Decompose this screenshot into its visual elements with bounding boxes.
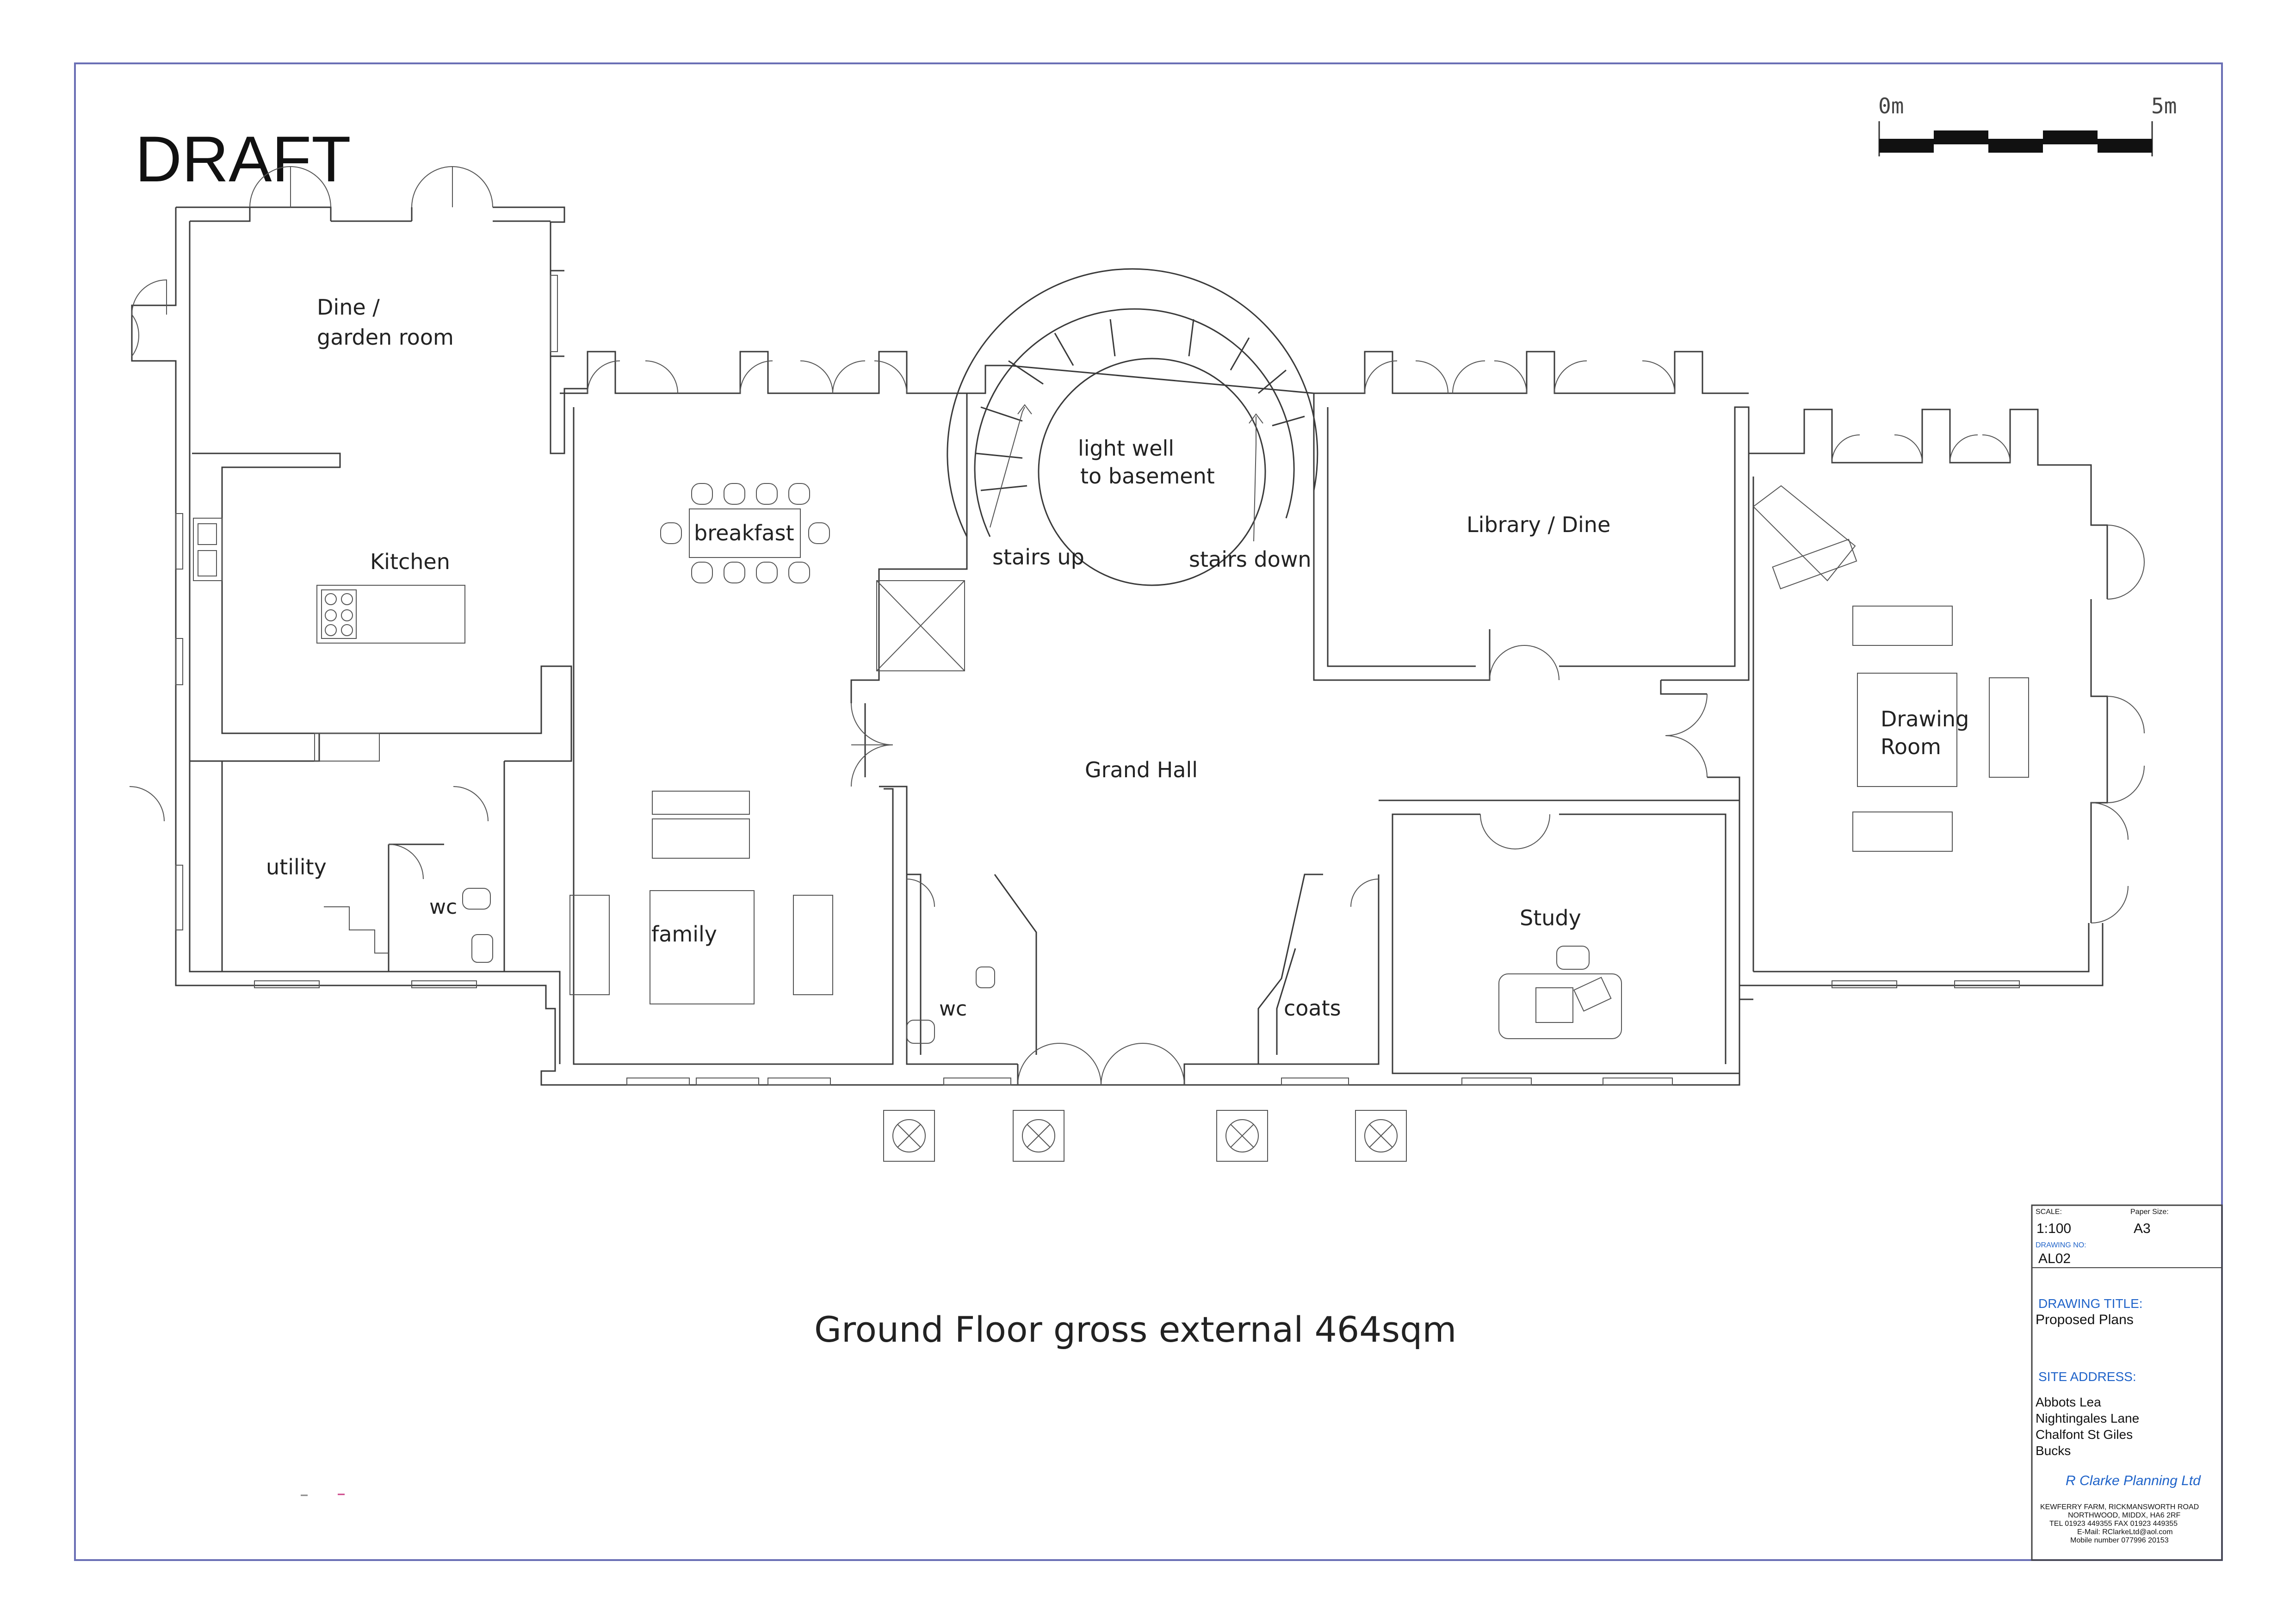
lift-void bbox=[876, 580, 965, 671]
label-light-well-2: to basement bbox=[1080, 464, 1215, 489]
company-detail-5: Mobile number 077996 20153 bbox=[2070, 1536, 2169, 1544]
label-breakfast: breakfast bbox=[694, 520, 794, 545]
plan-walls bbox=[131, 206, 2108, 1086]
drawing-no-value: AL02 bbox=[2038, 1251, 2071, 1266]
drawing-title-value: Proposed Plans bbox=[2036, 1312, 2134, 1327]
label-light-well-1: light well bbox=[1078, 436, 1174, 461]
drawing-frame bbox=[74, 62, 2223, 1561]
label-stairs-down: stairs down bbox=[1189, 547, 1312, 572]
label-drawing-room-2: Room bbox=[1881, 734, 1941, 759]
stair-arrows bbox=[990, 404, 1263, 542]
label-stairs-up: stairs up bbox=[992, 545, 1084, 570]
drawing-no-label: DRAWING NO: bbox=[2036, 1241, 2086, 1249]
draft-watermark: DRAFT bbox=[135, 123, 351, 195]
label-coats: coats bbox=[1284, 996, 1341, 1021]
floor-area-caption: Ground Floor gross external 464sqm bbox=[814, 1309, 1456, 1350]
company-name: R Clarke Planning Ltd bbox=[2066, 1473, 2201, 1488]
scale-value: 1:100 bbox=[2036, 1221, 2071, 1236]
french-doors bbox=[129, 166, 2145, 1085]
company-detail-4: E-Mail: RClarkeLtd@aol.com bbox=[2077, 1528, 2173, 1536]
scale-label: SCALE: bbox=[2036, 1208, 2062, 1216]
room-labels: Dine / garden room Kitchen breakfast lig… bbox=[266, 295, 1969, 1021]
label-dine-garden-1: Dine / bbox=[317, 295, 380, 320]
label-library-dine: Library / Dine bbox=[1467, 512, 1610, 537]
drawing-title-label: DRAWING TITLE: bbox=[2038, 1296, 2143, 1311]
company-detail-1: KEWFERRY FARM, RICKMANSWORTH ROAD bbox=[2040, 1503, 2199, 1511]
address-line-3: Chalfont St Giles bbox=[2036, 1427, 2133, 1442]
portico-columns bbox=[883, 1110, 1407, 1162]
scale-end-label: 5m bbox=[2151, 93, 2177, 118]
paper-size-value: A3 bbox=[2134, 1221, 2151, 1236]
address-line-2: Nightingales Lane bbox=[2036, 1411, 2139, 1425]
label-utility: utility bbox=[266, 855, 327, 880]
label-family: family bbox=[651, 922, 717, 947]
title-block: SCALE: Paper Size: 1:100 A3 DRAWING NO: … bbox=[2031, 1204, 2223, 1561]
label-wc-left: wc bbox=[429, 895, 457, 919]
paper-size-label: Paper Size: bbox=[2130, 1208, 2169, 1216]
site-address-label: SITE ADDRESS: bbox=[2038, 1369, 2136, 1384]
label-wc-centre: wc bbox=[939, 997, 967, 1021]
label-study: Study bbox=[1520, 905, 1581, 930]
spiral-staircase bbox=[947, 268, 1318, 586]
label-drawing-room-1: Drawing bbox=[1881, 706, 1969, 731]
label-grand-hall: Grand Hall bbox=[1085, 757, 1198, 782]
furniture bbox=[193, 483, 2029, 1044]
label-dine-garden-2: garden room bbox=[317, 325, 454, 350]
scale-start-label: 0m bbox=[1878, 93, 1904, 118]
front-windows bbox=[175, 275, 2020, 1085]
address-line-1: Abbots Lea bbox=[2036, 1395, 2101, 1409]
company-detail-3: TEL 01923 449355 FAX 01923 449355 bbox=[2049, 1520, 2178, 1528]
stray-marks bbox=[301, 1493, 345, 1496]
label-kitchen: Kitchen bbox=[370, 549, 450, 574]
address-line-4: Bucks bbox=[2036, 1443, 2071, 1458]
company-detail-2: NORTHWOOD, MIDDX, HA6 2RF bbox=[2068, 1511, 2181, 1519]
scale-bar: 0m 5m bbox=[1878, 93, 2177, 156]
